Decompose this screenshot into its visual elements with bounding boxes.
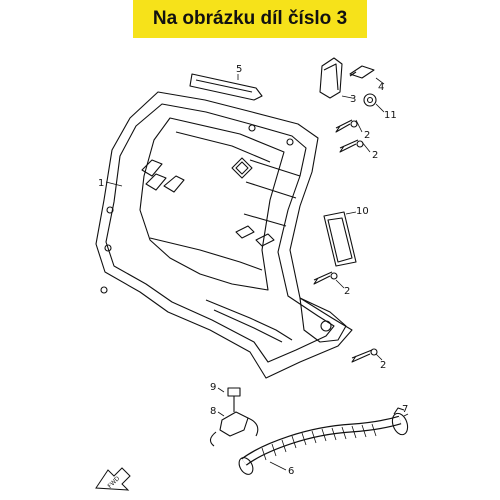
diamond-feature — [231, 157, 253, 179]
part-11-nut — [363, 93, 377, 107]
part-7-clamp — [391, 412, 409, 436]
callout-3: 3 — [350, 94, 356, 105]
callout-10: 10 — [356, 206, 369, 217]
fwd-arrow-icon — [95, 467, 131, 491]
callout-1: 1 — [98, 178, 104, 189]
part-10-seal — [323, 211, 357, 267]
part-9-bolt — [227, 387, 241, 397]
part-5-clip — [189, 73, 263, 101]
callout-2d: 2 — [380, 360, 386, 371]
callout-6: 6 — [288, 466, 294, 477]
part-3-bracket — [319, 57, 343, 99]
part-8-clip — [219, 411, 249, 437]
part-4-bolt — [349, 65, 375, 79]
callout-2c: 2 — [344, 286, 350, 297]
banner-text: Na obrázku díl číslo 3 — [152, 8, 348, 29]
part-2-screw-1 — [335, 119, 353, 133]
part-2-screw-4 — [351, 349, 373, 363]
storage-box-outline — [95, 91, 353, 379]
storage-box-cavity — [139, 117, 285, 291]
callout-2b: 2 — [372, 150, 378, 161]
callout-9: 9 — [210, 382, 216, 393]
storage-box-rim — [105, 103, 335, 363]
mount-hole — [320, 320, 332, 332]
callout-2a: 2 — [364, 130, 370, 141]
part-2-screw-3 — [313, 271, 333, 285]
part-2-screw-2 — [339, 139, 359, 153]
callout-8: 8 — [210, 406, 216, 417]
callout-7: 7 — [402, 404, 408, 415]
callout-4: 4 — [378, 82, 384, 93]
callout-11: 11 — [384, 110, 397, 121]
title-banner: Na obrázku díl číslo 3 — [133, 0, 367, 38]
callout-5: 5 — [236, 64, 242, 75]
